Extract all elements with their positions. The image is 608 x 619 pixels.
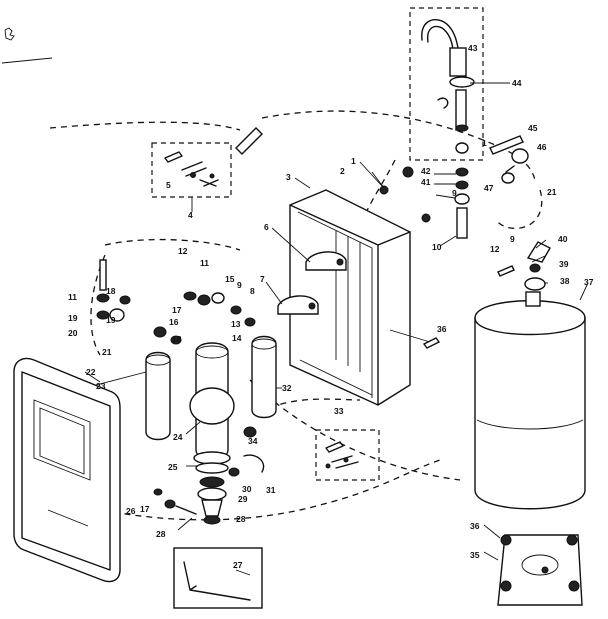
tank-valve xyxy=(497,241,551,291)
part-label: 12 xyxy=(178,246,188,256)
part-label: 46 xyxy=(537,142,547,152)
part-label: 32 xyxy=(282,383,292,393)
part-label: 25 xyxy=(168,462,178,472)
tank-base-35 xyxy=(497,534,583,606)
filter-cartridge-23 xyxy=(145,351,171,441)
part-label: 36 xyxy=(470,521,480,531)
part-label: 42 xyxy=(421,166,431,176)
filter-base-parts xyxy=(195,462,229,525)
part-label: 10 xyxy=(432,242,442,252)
part-label: 11 xyxy=(200,258,209,268)
leader-lines xyxy=(84,161,589,576)
kit-33-parts xyxy=(325,441,359,469)
screws-1-2 xyxy=(379,166,431,223)
corner-speck xyxy=(4,27,15,41)
part-label: 15 xyxy=(225,274,235,284)
part-label: 22 xyxy=(86,367,96,377)
part-label: 21 xyxy=(102,347,112,357)
part-label: 28 xyxy=(156,529,166,539)
part-label: 38 xyxy=(560,276,570,286)
part-label: 7 xyxy=(260,274,265,284)
part-label: 24 xyxy=(173,432,183,442)
part-label: 8 xyxy=(250,286,255,296)
part-label: 29 xyxy=(238,494,248,504)
fittings-cluster xyxy=(96,259,265,515)
part-label: 27 xyxy=(233,560,243,570)
part-label: 13 xyxy=(231,319,241,329)
part-label: 33 xyxy=(334,406,344,416)
fitting-46 xyxy=(501,148,529,184)
part-label: 11 xyxy=(68,292,77,302)
part-labels: 1 2 3 4 5 6 7 8 9 9 9 10 11 12 12 13 14 … xyxy=(68,43,594,570)
filter-housing-24 xyxy=(189,342,235,465)
part-label: 26 xyxy=(126,506,136,516)
tube-segment xyxy=(235,127,263,155)
fittings-41-42 xyxy=(454,167,470,239)
filter-cartridge-32 xyxy=(251,335,277,419)
part-label: 20 xyxy=(68,328,78,338)
part-label: 30 xyxy=(242,484,252,494)
faucet-box xyxy=(409,7,484,161)
part-label: 4 xyxy=(188,210,193,220)
screw-36-housing xyxy=(422,337,441,349)
part-label: 43 xyxy=(468,43,478,53)
cabinet-panel-22 xyxy=(13,357,121,583)
part-label: 9 xyxy=(452,188,457,198)
faucet xyxy=(421,19,475,154)
part-label: 2 xyxy=(340,166,345,176)
kit-box-5 xyxy=(151,142,232,198)
part-label: 36 xyxy=(437,324,447,334)
bracket-6 xyxy=(305,251,347,271)
part-label: 17 xyxy=(140,504,150,514)
part-label: 39 xyxy=(559,259,569,269)
part-label: 40 xyxy=(558,234,568,244)
part-label: 35 xyxy=(470,550,480,560)
part-label: 21 xyxy=(547,187,557,197)
part-label: 23 xyxy=(96,381,106,391)
part-label: 18 xyxy=(106,286,116,296)
part-label: 9 xyxy=(510,234,515,244)
part-label: 41 xyxy=(421,177,431,187)
housing-3 xyxy=(289,189,411,406)
part-label: 14 xyxy=(232,333,242,343)
part-label: 18 xyxy=(172,334,182,344)
storage-tank-37 xyxy=(474,291,586,510)
part-label: 17 xyxy=(172,305,182,315)
part-label: 47 xyxy=(484,183,494,193)
kit-5-parts xyxy=(164,151,219,187)
part-label: 9 xyxy=(237,280,242,290)
part-label: 3 xyxy=(286,172,291,182)
part-label: 34 xyxy=(248,436,258,446)
tube-45 xyxy=(489,135,524,155)
bracket-7 xyxy=(277,295,319,315)
part-label: 16 xyxy=(169,317,179,327)
part-label: 28 xyxy=(236,514,246,524)
part-label: 37 xyxy=(584,277,594,287)
part-label: 1 xyxy=(351,156,356,166)
bracket-box-27 xyxy=(173,547,263,609)
part-label: 45 xyxy=(528,123,538,133)
part-label: 44 xyxy=(512,78,522,88)
part-label: 12 xyxy=(490,244,500,254)
part-label: 1 xyxy=(482,138,487,148)
part-label: 6 xyxy=(264,222,269,232)
part-label: 19 xyxy=(106,315,116,325)
part-label: 31 xyxy=(266,485,276,495)
kit-box-33 xyxy=(315,429,380,481)
part-label: 5 xyxy=(166,180,171,190)
bracket-27 xyxy=(183,561,251,601)
part-label: 19 xyxy=(68,313,78,323)
